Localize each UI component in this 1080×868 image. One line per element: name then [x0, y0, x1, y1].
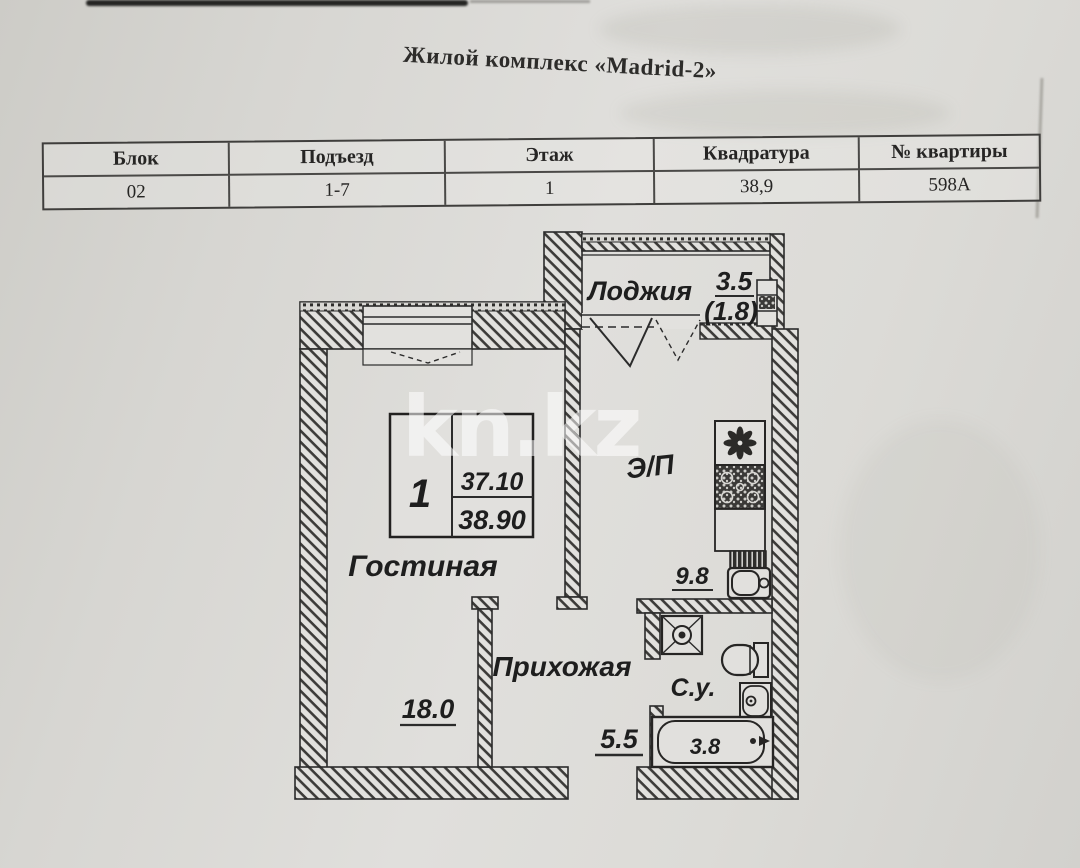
kitchen-counter	[714, 508, 766, 552]
kitchen-stove-mark: Э/П	[624, 449, 676, 485]
stamp-total-area: 38.90	[458, 505, 526, 535]
apartment-info-table: Блок Подъезд Этаж Квадратура № квартиры …	[41, 133, 1042, 211]
table-value-block: 02	[44, 175, 231, 209]
table-header-block: Блок	[43, 142, 231, 178]
living-room-label: Гостиная	[348, 550, 498, 583]
kitchen-sink-icon	[726, 566, 772, 600]
table-value-entrance: 1-7	[230, 173, 447, 207]
bathroom-fixtures	[650, 614, 775, 769]
photo-edge-artifact	[470, 0, 590, 3]
table-value-area: 38,9	[655, 170, 861, 204]
table-header-entrance: Подъезд	[229, 140, 447, 176]
balcony-door-window-block	[582, 313, 773, 368]
kitchen-partition-wall	[564, 328, 581, 598]
photo-edge-artifact	[86, 0, 468, 6]
table-value-apt-number: 598А	[928, 173, 971, 196]
bathtub-icon	[650, 715, 775, 769]
table-value-floor: 1	[446, 172, 656, 205]
hallway-area: 5.5	[600, 724, 639, 754]
hall-wall-flare	[471, 596, 499, 610]
balcony-door-swing	[589, 317, 653, 368]
balcony-window-opening-mark	[655, 319, 701, 362]
kitchen-fixtures	[714, 420, 772, 600]
living-room-window	[362, 305, 473, 366]
left-outer-wall	[299, 348, 328, 770]
loggia-area-coef: (1.8)	[704, 296, 757, 326]
loggia-area: 3.5	[716, 266, 753, 296]
paper-bleedthrough-smudge	[600, 4, 900, 54]
loggia-label: Лоджия	[586, 276, 692, 306]
apartment-stamp: 1 37.10 38.90	[388, 412, 535, 539]
paper-bleedthrough-smudge	[840, 420, 1040, 680]
bottom-right-wall	[636, 766, 799, 800]
loggia-drain-element	[756, 279, 778, 327]
washing-machine-icon	[660, 614, 704, 656]
counter-dark-band	[729, 550, 767, 569]
stove-burners	[720, 471, 760, 504]
bathroom-area: 3.8	[690, 734, 721, 759]
hallway-label: Прихожая	[493, 651, 632, 682]
right-outer-wall	[771, 328, 799, 800]
window-opening-mark	[390, 351, 461, 364]
bottom-left-wall	[294, 766, 569, 800]
kitchen-bath-wall	[636, 598, 773, 614]
bathtub-faucet	[750, 738, 756, 744]
bath-door-stub	[644, 612, 661, 660]
table-header-floor: Этаж	[445, 139, 656, 174]
wash-basin-icon	[739, 682, 772, 720]
loggia-insulation-strip	[581, 233, 771, 243]
kitchen-area: 9.8	[675, 563, 709, 590]
floor-plan-drawing: 1 37.10 38.90 Лоджия 3.5 (1.8) Э/П 9.8 Г…	[294, 231, 799, 800]
table-header-apt-number: № квартиры	[859, 135, 1039, 171]
table-header-area: Квадратура	[654, 137, 860, 173]
paper-bleedthrough-smudge	[620, 90, 950, 136]
stamp-rooms-count: 1	[409, 472, 431, 516]
vent-fan-icon	[723, 426, 757, 460]
hall-partition-wall	[477, 608, 493, 768]
kitchen-wall-foot	[556, 596, 588, 610]
stamp-living-area: 37.10	[461, 468, 524, 496]
living-room-area: 18.0	[402, 694, 455, 724]
toilet-icon	[720, 642, 769, 678]
bathroom-label: С.у.	[671, 674, 716, 702]
stove-icon	[714, 464, 766, 510]
